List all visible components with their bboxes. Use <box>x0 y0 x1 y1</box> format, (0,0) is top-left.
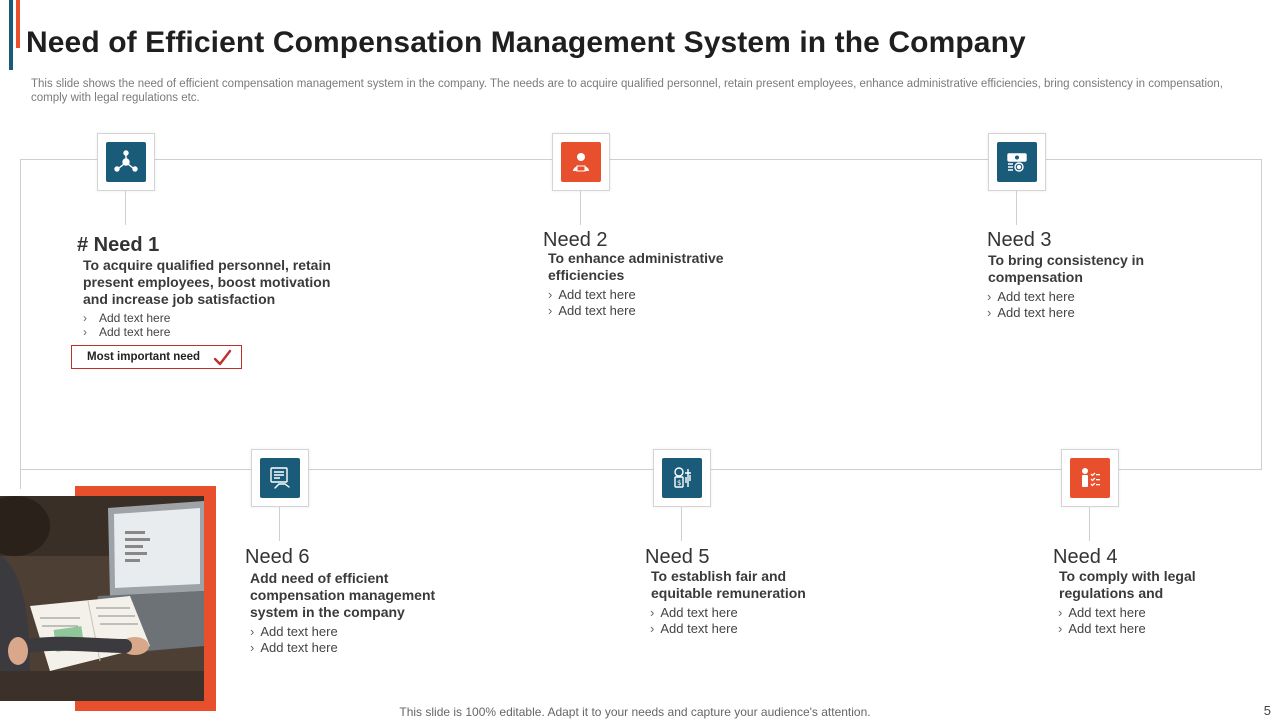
need3-bullet: Add text here <box>987 289 1074 305</box>
need2-description: To enhance administrative efficiencies <box>548 250 724 283</box>
need5-bullet: Add text here <box>650 605 737 621</box>
need6-bullet: Add text here <box>250 640 337 656</box>
most-important-label: Most important need <box>87 351 201 363</box>
need5-bullet-list: Add text here Add text here <box>650 605 737 637</box>
need4-bullet: Add text here <box>1058 605 1145 621</box>
need6-bullet-list: Add text here Add text here <box>250 624 337 656</box>
need2-stem <box>580 191 581 225</box>
need5-bullet: Add text here <box>650 621 737 637</box>
need5-heading: Need 5 <box>645 546 710 568</box>
need4-stem <box>1089 507 1090 541</box>
need6-bullet: Add text here <box>250 624 337 640</box>
need3-bullet-list: Add text here Add text here <box>987 289 1074 321</box>
need3-bullet: Add text here <box>987 305 1074 321</box>
need4-heading: Need 4 <box>1053 546 1118 568</box>
accent-bar-orange <box>16 0 20 48</box>
svg-text:$: $ <box>677 479 681 487</box>
slide-footer: This slide is 100% editable. Adapt it to… <box>399 705 871 719</box>
need2-heading: Need 2 <box>543 229 608 251</box>
need6-heading: Need 6 <box>245 546 310 568</box>
need2-bullet: Add text here <box>548 287 635 303</box>
need4-description: To comply with legal regulations and <box>1059 568 1196 601</box>
need5-icon-box: $ <box>653 449 711 507</box>
need3-heading: Need 3 <box>987 229 1052 251</box>
presenter-person-icon <box>561 142 601 182</box>
need1-stem <box>125 191 126 225</box>
need2-bullet: Add text here <box>548 303 635 319</box>
connector-frame-bottom <box>20 469 1262 489</box>
most-important-tag: Most important need <box>71 345 242 369</box>
need1-bullet: Add text here <box>83 325 170 339</box>
need3-icon-box <box>988 133 1046 191</box>
need2-icon-box <box>552 133 610 191</box>
accent-bar-teal <box>9 0 13 70</box>
need4-bullet-list: Add text here Add text here <box>1058 605 1145 637</box>
hand-document-icon <box>260 458 300 498</box>
need3-description: To bring consistency in compensation <box>988 252 1145 285</box>
need6-description: Add need of efficient compensation manag… <box>250 570 436 620</box>
need3-stem <box>1016 191 1017 225</box>
slide-subtitle: This slide shows the need of efficient c… <box>31 78 1223 104</box>
need1-icon-box <box>97 133 155 191</box>
person-laptop-photo <box>0 496 204 701</box>
page-number: 5 <box>1263 703 1271 718</box>
need4-icon-box <box>1061 449 1119 507</box>
slide-title: Need of Efficient Compensation Managemen… <box>26 26 1026 59</box>
need1-bullet: Add text here <box>83 311 170 325</box>
person-checklist-icon <box>1070 458 1110 498</box>
need5-stem <box>681 507 682 541</box>
need4-bullet: Add text here <box>1058 621 1145 637</box>
need1-description: To acquire qualified personnel, retain p… <box>83 257 331 307</box>
team-network-icon <box>106 142 146 182</box>
connector-frame-left <box>20 469 21 489</box>
need2-bullet-list: Add text here Add text here <box>548 287 635 319</box>
need1-bullet-list: Add text here Add text here <box>83 311 170 339</box>
connector-frame <box>20 159 1262 469</box>
money-gears-icon <box>997 142 1037 182</box>
checkmark-icon <box>213 349 232 366</box>
balance-robot-icon: $ <box>662 458 702 498</box>
need1-heading: # Need 1 <box>77 234 160 256</box>
need6-stem <box>279 507 280 541</box>
need6-icon-box <box>251 449 309 507</box>
need5-description: To establish fair and equitable remunera… <box>651 568 806 601</box>
